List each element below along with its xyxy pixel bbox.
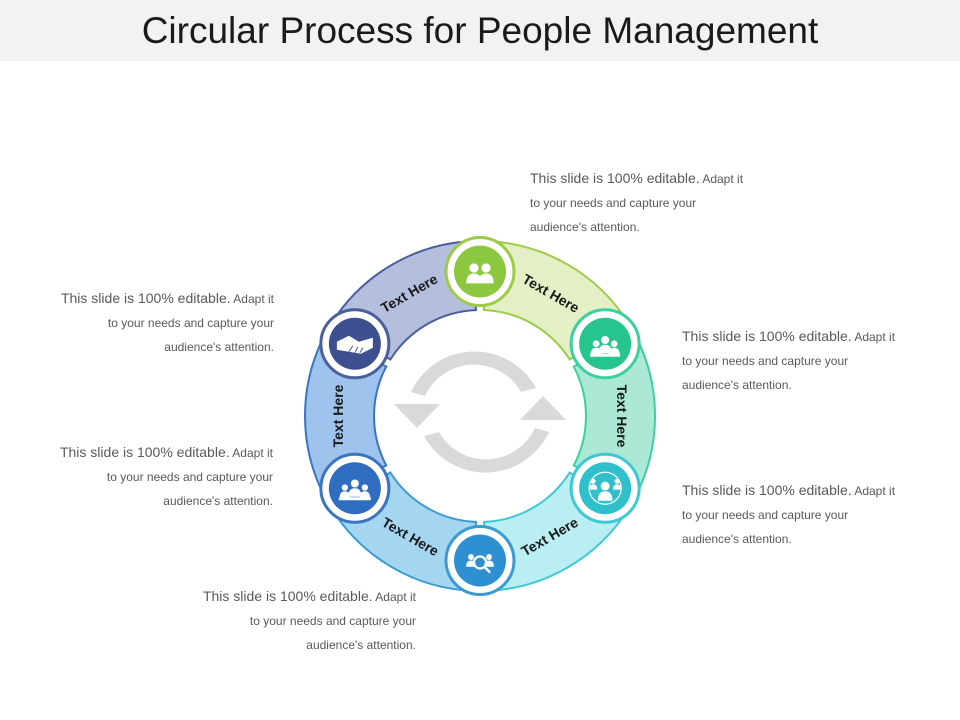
segment-label-left: Text Here <box>330 384 346 447</box>
description-right-lower: This slide is 100% editable. Adapt it to… <box>682 482 896 546</box>
description-left-upper: This slide is 100% editable. Adapt it to… <box>60 290 274 354</box>
node-left <box>319 452 391 524</box>
title-bar <box>0 0 960 61</box>
node-bottom-right <box>569 452 641 524</box>
people-search-icon <box>466 554 494 574</box>
team-network-icon <box>588 471 622 505</box>
description-top: This slide is 100% editable. Adapt it to… <box>530 170 744 234</box>
two-people-icon <box>466 263 494 284</box>
team-group-icon <box>338 479 371 501</box>
handshake-icon <box>336 335 373 354</box>
node-top-left <box>319 308 391 380</box>
refresh-cycle-icon <box>394 351 566 473</box>
description-right-upper: This slide is 100% editable. Adapt it to… <box>682 328 896 392</box>
description-left-lower: This slide is 100% editable. Adapt it to… <box>59 444 273 508</box>
cycle-arrowhead-right <box>520 396 566 420</box>
node-top-right <box>444 236 516 307</box>
page-title: Circular Process for People Management <box>141 10 819 51</box>
cycle-arc-top <box>411 351 536 396</box>
segment-label-right: Text Here <box>614 385 630 448</box>
description-bottom: This slide is 100% editable. Adapt it to… <box>202 588 416 652</box>
node-right <box>569 308 641 380</box>
cycle-arc-bottom <box>424 428 549 473</box>
cycle-arrowhead-left <box>394 404 440 428</box>
node-bottom-left <box>444 525 516 596</box>
process-nodes <box>319 236 641 596</box>
group-of-people-icon <box>590 336 621 357</box>
